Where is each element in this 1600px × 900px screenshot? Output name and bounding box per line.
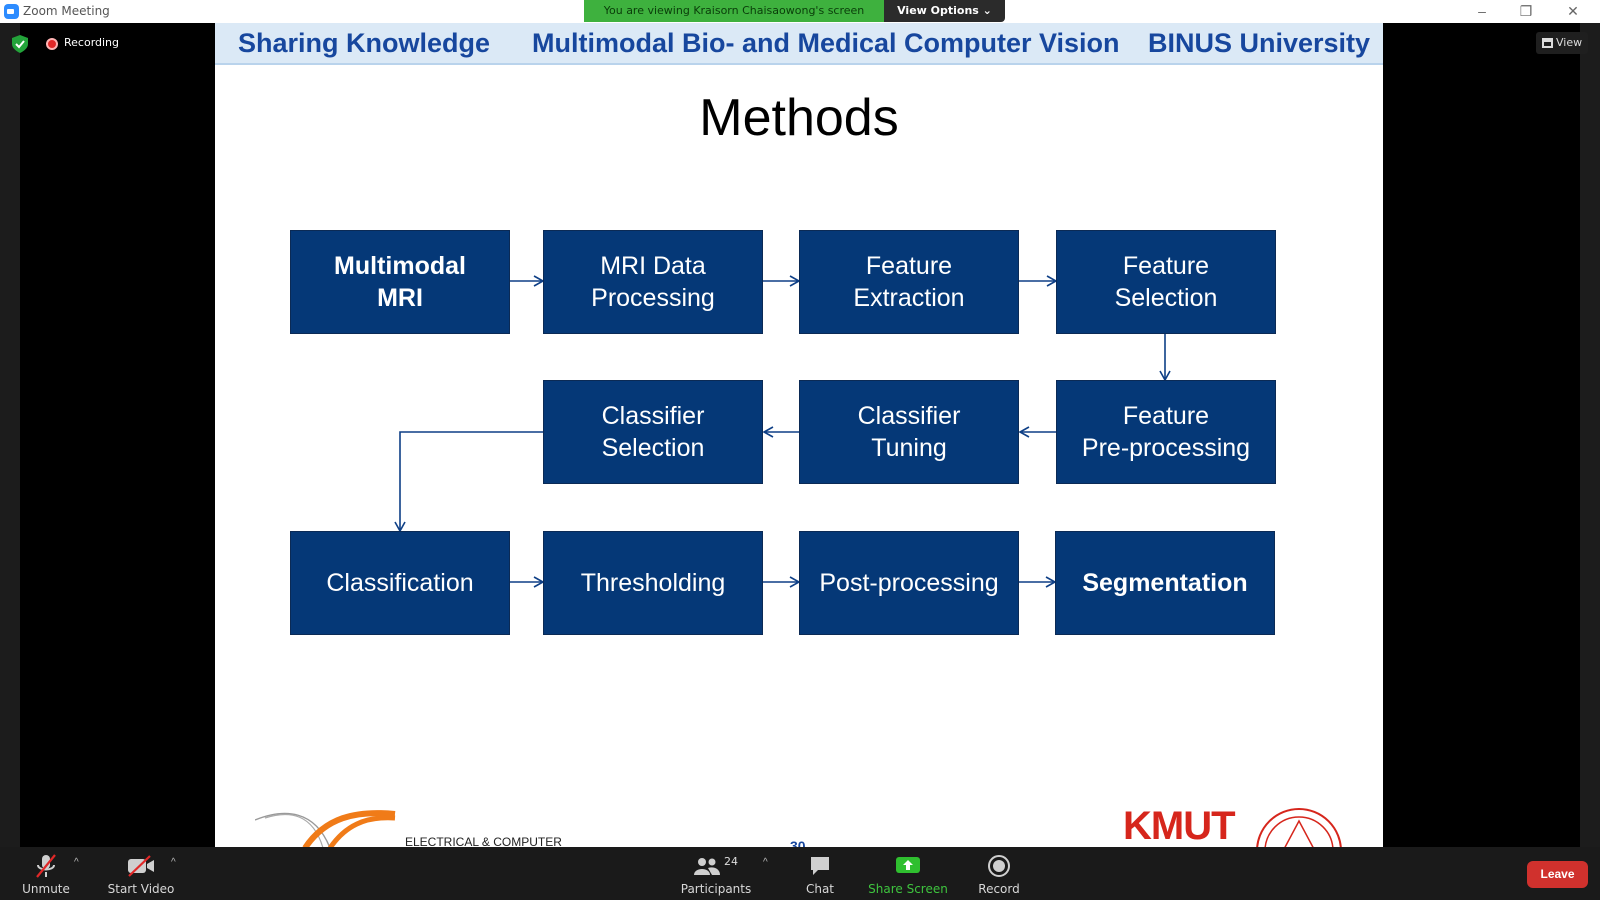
window-title: Zoom Meeting (23, 4, 110, 18)
slide-title: Methods (699, 89, 899, 147)
step-line: MRI Data (600, 252, 706, 280)
step-line: Classifier (857, 402, 961, 430)
step-line: Tuning (871, 434, 947, 462)
share-screen-icon (896, 857, 920, 873)
view-options-button[interactable]: View Options ⌄ (884, 0, 1005, 22)
step-line: Pre-processing (1081, 434, 1251, 462)
step-thresholding: Thresholding (543, 531, 763, 635)
share-screen-label: Share Screen (868, 882, 948, 896)
step-post-processing: Post-processing (799, 531, 1019, 635)
video-off-icon (128, 855, 154, 877)
step-line: Classification (326, 569, 474, 597)
chat-label: Chat (805, 882, 835, 896)
minimize-icon[interactable]: – (1478, 3, 1486, 19)
participants-count: 24 (724, 855, 738, 868)
recording-label: Recording (64, 36, 120, 49)
right-margin (1580, 23, 1600, 847)
participants-options-caret-icon[interactable]: ^ (763, 857, 768, 868)
footer-dept-text: ELECTRICAL & COMPUTER (405, 835, 562, 847)
step-line: Selection (1114, 284, 1218, 312)
step-line: Selection (601, 434, 705, 462)
unmute-label: Unmute (22, 882, 70, 896)
view-button[interactable]: View (1536, 32, 1588, 54)
flow-arrows (394, 275, 1171, 588)
start-video-label: Start Video (107, 882, 175, 896)
record-icon (988, 855, 1010, 877)
step-line: Processing (591, 284, 715, 312)
shared-slide: Sharing Knowledge Multimodal Bio- and Me… (215, 23, 1383, 847)
chat-button[interactable]: Chat (796, 847, 844, 900)
step-classification: Classification (290, 531, 510, 635)
step-line: Extraction (853, 284, 965, 312)
participants-icon (694, 858, 720, 875)
step-line: Feature (1122, 252, 1210, 280)
step-line: Post-processing (819, 569, 999, 597)
step-line: MRI (377, 284, 423, 312)
header-center-text: Multimodal Bio- and Medical Computer Vis… (532, 28, 1120, 58)
chat-icon (811, 857, 829, 875)
start-video-button[interactable]: Start Video (102, 847, 180, 900)
step-line: Feature (1122, 402, 1210, 430)
step-line: Multimodal (334, 252, 466, 280)
record-button[interactable]: Record (973, 847, 1025, 900)
unmute-button[interactable]: Unmute (15, 847, 77, 900)
view-label: View (1556, 36, 1583, 49)
kmut-seal-logo (1256, 808, 1342, 847)
gallery-view-icon (1542, 38, 1553, 48)
step-line: Segmentation (1082, 569, 1248, 597)
participants-label: Participants (680, 882, 752, 896)
muted-microphone-icon (36, 854, 56, 878)
share-screen-button[interactable]: Share Screen (867, 847, 949, 900)
step-segmentation: Segmentation (1055, 531, 1275, 635)
participants-button[interactable]: 24 Participants (680, 847, 752, 900)
step-line: Thresholding (580, 569, 726, 597)
record-label: Record (978, 882, 1020, 896)
kmut-logo-text: KMUT (1123, 804, 1236, 847)
left-margin (0, 23, 20, 847)
step-line: Feature (865, 252, 953, 280)
meeting-toolbar: Unmute ^ Start Video ^ 24 Participants ^… (0, 847, 1600, 900)
restore-icon[interactable]: ❐ (1519, 3, 1533, 19)
security-shield-icon[interactable] (12, 35, 28, 53)
slide-header: Sharing Knowledge Multimodal Bio- and Me… (215, 23, 1383, 65)
audio-options-caret-icon[interactable]: ^ (74, 857, 79, 868)
close-icon[interactable]: ✕ (1567, 3, 1579, 19)
slide-page-number: 30 (790, 838, 806, 847)
leave-button[interactable]: Leave (1527, 861, 1588, 888)
viewing-banner: You are viewing Kraisorn Chaisaowong's s… (584, 0, 884, 22)
header-right-text: BINUS University (1148, 28, 1371, 58)
header-left-text: Sharing Knowledge (238, 28, 491, 58)
recording-icon (46, 38, 58, 50)
zoom-app-icon (4, 4, 19, 19)
video-options-caret-icon[interactable]: ^ (171, 857, 176, 868)
step-line: Classifier (601, 402, 705, 430)
ece-logo (255, 810, 396, 847)
